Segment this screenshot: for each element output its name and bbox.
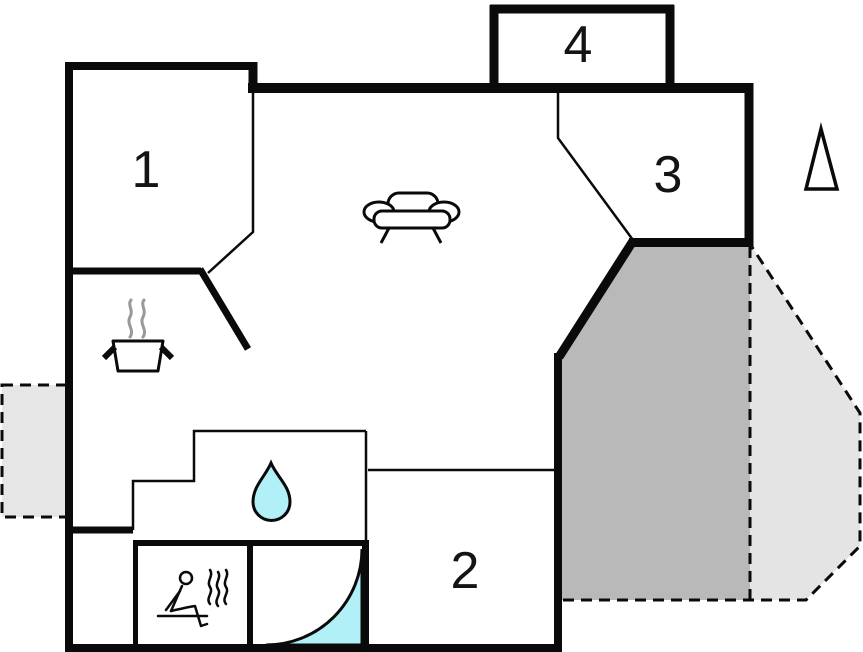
sofa-seat (372, 209, 452, 230)
pot-steam (127, 298, 147, 339)
terrace-dashed-border (563, 246, 862, 602)
north-arrow-icon (803, 122, 840, 191)
outdoor-areas (0, 246, 862, 602)
cooking-pot-icon (101, 298, 175, 373)
walls (65, 4, 754, 652)
sofa-leg-right (431, 227, 443, 244)
bathroom-partition (131, 429, 368, 543)
sofa-leg-left (379, 227, 391, 244)
room4-walls (489, 4, 675, 88)
kitchen-walls (65, 267, 252, 351)
room-labels: 1 2 3 4 (132, 16, 683, 600)
shower-quarter-icon (265, 548, 364, 647)
room2-label: 2 (451, 542, 480, 600)
room4-label: 4 (564, 16, 593, 74)
interior-partitions (131, 93, 635, 543)
water-drop-icon (251, 459, 292, 522)
terrace-open-area (750, 247, 860, 600)
room3-partition (556, 93, 635, 241)
terrace-covered-area (562, 247, 753, 600)
patio-left-area (0, 383, 71, 519)
pot-body (111, 339, 165, 373)
room1-label: 1 (132, 141, 161, 199)
sauna-person-torso (169, 584, 184, 613)
sofa-icon (362, 191, 461, 244)
sauna-person-leg (169, 604, 209, 628)
room3-label: 3 (654, 146, 683, 204)
room3-right-bottom-walls (555, 83, 754, 360)
exterior-wall-left-bottom (65, 62, 562, 652)
sauna-person-head (178, 570, 194, 586)
room1-partition (207, 93, 255, 274)
sauna-person-icon (156, 568, 229, 628)
sauna-person-arm (164, 589, 182, 612)
sauna-steam (207, 568, 229, 608)
pot-handles (101, 344, 175, 361)
